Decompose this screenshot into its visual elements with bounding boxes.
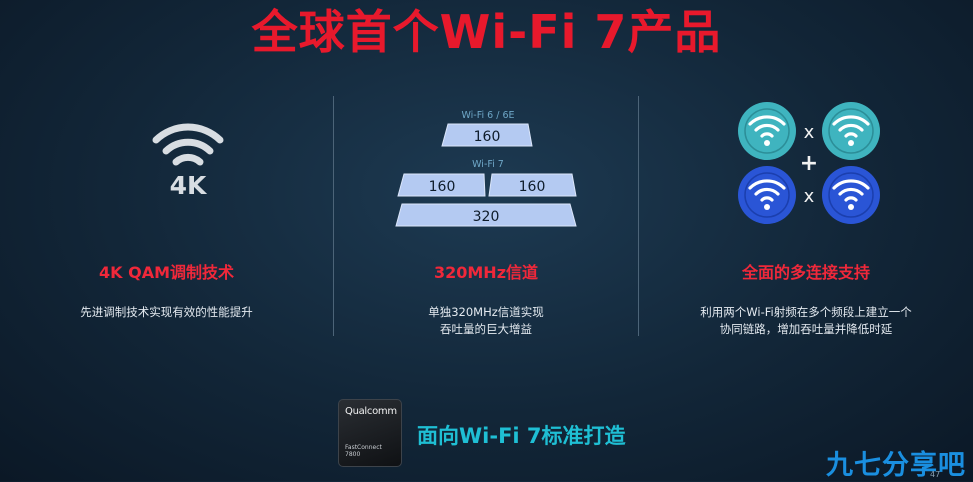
bottom-tagline: 面向Wi-Fi 7标准打造 — [417, 424, 626, 448]
chip-model-line: FastConnect — [345, 444, 382, 451]
operator-times: x — [804, 122, 815, 143]
wifi-teal-icon — [822, 102, 880, 160]
description-line: 先进调制技术实现有效的性能提升 — [80, 305, 253, 319]
multi-link-diagram: x + x — [738, 102, 880, 224]
icon-4k-text: 4K — [170, 171, 208, 198]
wifi-blue-icon — [738, 166, 796, 224]
feature-4k-qam: 4K 4K QAM调制技术 先进调制技术实现有效的性能提升 — [0, 0, 333, 360]
wifi-blue-icon — [822, 166, 880, 224]
description-line: 协同链路，增加吞吐量并降低时延 — [719, 322, 893, 336]
wifi7-channel-value-a: 160 — [429, 179, 456, 195]
feature-description: 利用两个Wi-Fi射频在多个频段上建立一个 协同链路，增加吞吐量并降低时延 — [639, 304, 973, 338]
feature-heading: 全面的多连接支持 — [741, 263, 870, 282]
chip-brand: Qualcomm — [345, 406, 397, 417]
feature-description: 先进调制技术实现有效的性能提升 — [0, 304, 333, 321]
wifi7-channel-bar-b — [488, 173, 577, 197]
wifi-teal-icon — [738, 102, 796, 160]
wifi7-label: Wi-Fi 7 — [472, 159, 504, 170]
operator-times: x — [804, 186, 815, 207]
feature-description: 单独320MHz信道实现 吞吐量的巨大增益 — [334, 304, 638, 338]
wifi-4k-icon: 4K — [152, 123, 224, 198]
description-line: 单独320MHz信道实现 — [428, 305, 544, 319]
wifi6-channel-bar — [441, 123, 533, 147]
page-number: 47 — [930, 470, 941, 479]
wifi7-channel-bar-320 — [395, 203, 577, 227]
chip-model: FastConnect 7800 — [345, 444, 382, 458]
feature-320mhz: Wi-Fi 6 / 6E 160 Wi-Fi 7 160 160 320 320… — [334, 0, 638, 360]
wifi7-channel-bar-a — [397, 173, 486, 197]
qualcomm-chip: Qualcomm FastConnect 7800 — [338, 399, 402, 467]
feature-heading: 320MHz信道 — [433, 263, 539, 282]
wifi7-channel-value-b: 160 — [519, 179, 546, 195]
watermark-logo: 九七分享吧 — [826, 450, 966, 481]
wifi6-label: Wi-Fi 6 / 6E — [461, 110, 514, 121]
chip-model-line: 7800 — [345, 451, 361, 458]
wifi7-channel-value-320: 320 — [473, 209, 500, 225]
column-divider — [333, 96, 334, 336]
wifi6-channel-value: 160 — [474, 129, 501, 145]
feature-multi-link: x + x 全面的多连接支持 利用两个Wi-Fi射频在多个频段上建立一个 协同链… — [639, 0, 973, 360]
description-line: 吞吐量的巨大增益 — [440, 322, 532, 336]
column-divider — [638, 96, 639, 336]
feature-heading: 4K QAM调制技术 — [98, 263, 234, 282]
channel-width-diagram: Wi-Fi 6 / 6E 160 Wi-Fi 7 160 160 320 — [395, 110, 577, 227]
slide-title: 全球首个Wi-Fi 7产品 — [251, 5, 722, 59]
description-line: 利用两个Wi-Fi射频在多个频段上建立一个 — [700, 305, 912, 319]
operator-plus: + — [800, 151, 818, 176]
